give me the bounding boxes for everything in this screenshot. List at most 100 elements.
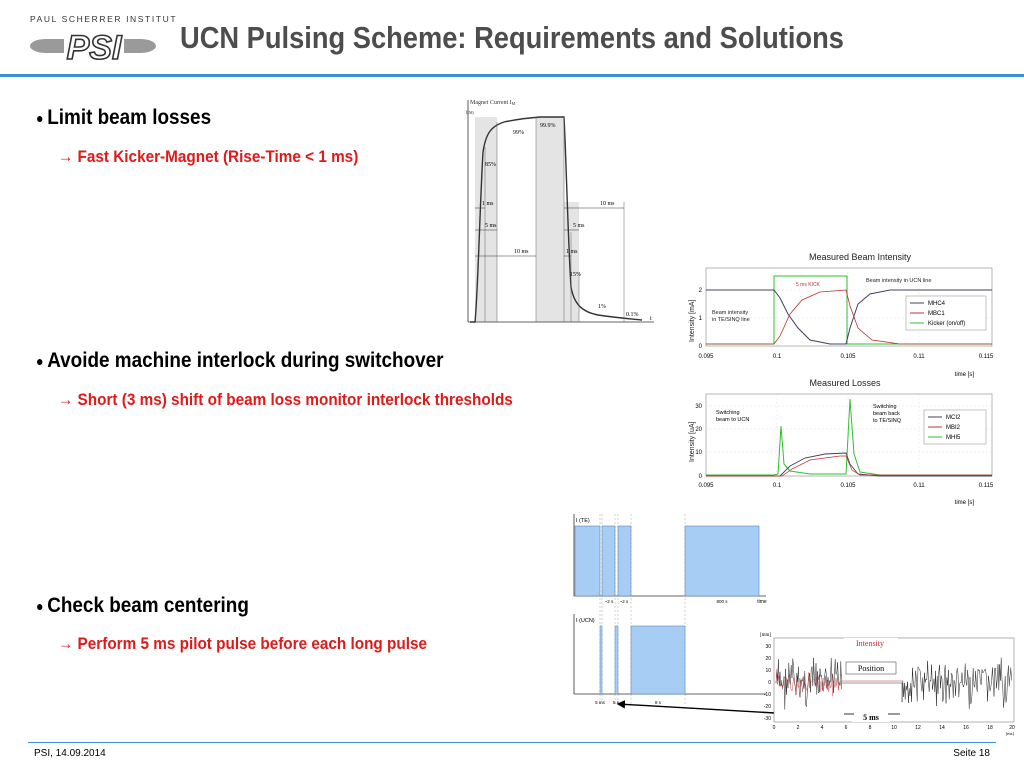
header-divider xyxy=(0,74,1024,77)
svg-text:MBC1: MBC1 xyxy=(928,311,945,317)
bullet-2-text: Avoide machine interlock during switchov… xyxy=(47,349,444,372)
bullet-1-sub: → Fast Kicker-Magnet (Rise-Time < 1 ms) xyxy=(58,147,359,166)
svg-text:20: 20 xyxy=(695,427,702,433)
svg-text:10 ms: 10 ms xyxy=(600,201,615,207)
svg-text:99%: 99% xyxy=(513,130,524,136)
svg-text:1: 1 xyxy=(699,316,703,322)
svg-text:0: 0 xyxy=(699,474,703,480)
svg-text:1 ms: 1 ms xyxy=(482,201,494,207)
footer-page: Seite 18 xyxy=(953,748,990,759)
psi-logo: PAUL SCHERRER INSTITUT PSI xyxy=(28,14,176,68)
svg-text:0.105: 0.105 xyxy=(840,354,856,360)
svg-text:2: 2 xyxy=(699,288,703,294)
svg-text:0: 0 xyxy=(699,344,703,350)
svg-text:5 ms: 5 ms xyxy=(485,223,497,229)
svg-text:15%: 15% xyxy=(570,272,581,278)
svg-text:99.9%: 99.9% xyxy=(540,123,556,129)
svg-text:Switching: Switching xyxy=(873,404,897,410)
svg-text:5 ms: 5 ms xyxy=(863,713,879,722)
svg-text:I (TE): I (TE) xyxy=(576,518,590,524)
svg-text:in TE/SINQ line: in TE/SINQ line xyxy=(712,317,750,323)
svg-text:0.11: 0.11 xyxy=(913,354,925,360)
svg-text:85%: 85% xyxy=(485,162,496,168)
svg-text:PSI: PSI xyxy=(67,29,123,67)
svg-text:Intensity [uA]: Intensity [uA] xyxy=(689,421,696,462)
magnet-current-plot: Magnet Current IM I(M) t 99.9% 99% 85% 1… xyxy=(466,100,654,323)
svg-text:30: 30 xyxy=(695,404,702,410)
svg-text:18: 18 xyxy=(987,725,993,731)
svg-text:Magnet Current IM: Magnet Current IM xyxy=(470,100,516,106)
bullet-1-text: Limit beam losses xyxy=(47,106,212,129)
beam-intensity-title: Measured Beam Intensity xyxy=(809,252,912,262)
svg-text:MHI5: MHI5 xyxy=(946,435,961,441)
svg-text:Intensity [mA]: Intensity [mA] xyxy=(689,300,696,342)
psi-mark-icon: PSI xyxy=(30,28,156,68)
page-title: UCN Pulsing Scheme: Requirements and Sol… xyxy=(180,20,844,55)
svg-text:0.1: 0.1 xyxy=(773,483,782,489)
svg-text:16: 16 xyxy=(963,725,969,731)
svg-text:0.11: 0.11 xyxy=(913,483,925,489)
svg-text:1 ms: 1 ms xyxy=(566,249,578,255)
svg-text:5 ms: 5 ms xyxy=(573,223,585,229)
bullet-3: ●Check beam centering xyxy=(36,594,249,617)
svg-text:to TE/SINQ: to TE/SINQ xyxy=(873,418,902,424)
svg-text:beam to UCN: beam to UCN xyxy=(716,417,749,423)
bullet-2-sub: → Short (3 ms) shift of beam loss monito… xyxy=(58,390,513,409)
svg-text:0.095: 0.095 xyxy=(698,483,714,489)
svg-text:~2 s: ~2 s xyxy=(620,599,629,604)
bullet-3-sub: → Perform 5 ms pilot pulse before each l… xyxy=(58,634,427,653)
beam-intensity-chart: Measured Beam Intensity Intensity [mA] 0… xyxy=(689,252,994,378)
svg-text:time [s]: time [s] xyxy=(955,372,975,378)
svg-text:0.105: 0.105 xyxy=(840,483,856,489)
svg-text:10: 10 xyxy=(695,450,702,456)
svg-text:20: 20 xyxy=(765,656,771,662)
svg-text:6: 6 xyxy=(845,725,848,731)
svg-text:Position: Position xyxy=(858,664,884,673)
svg-text:Beam intensity in UCN line: Beam intensity in UCN line xyxy=(866,278,931,284)
svg-text:20: 20 xyxy=(1009,725,1015,731)
svg-text:I(M): I(M) xyxy=(466,110,475,116)
footer-divider xyxy=(28,742,996,743)
svg-text:12: 12 xyxy=(915,725,921,731)
bullet-2: ●Avoide machine interlock during switcho… xyxy=(36,349,444,372)
bullet-3-text: Check beam centering xyxy=(47,594,249,617)
svg-text:time [s]: time [s] xyxy=(955,500,975,506)
svg-text:Kicker (on/off): Kicker (on/off) xyxy=(928,321,965,327)
svg-text:0.115: 0.115 xyxy=(979,483,994,489)
svg-text:0.1%: 0.1% xyxy=(626,312,639,318)
svg-text:10: 10 xyxy=(765,668,771,674)
svg-text:8: 8 xyxy=(869,725,872,731)
institute-name: PAUL SCHERRER INSTITUT xyxy=(30,14,178,24)
svg-text:~2 s: ~2 s xyxy=(605,599,614,604)
svg-text:-30: -30 xyxy=(764,716,771,722)
svg-text:Beam intensity: Beam intensity xyxy=(712,310,748,316)
svg-text:5 ms KICK: 5 ms KICK xyxy=(796,282,821,288)
svg-text:I (UCN): I (UCN) xyxy=(576,618,595,624)
svg-text:0.095: 0.095 xyxy=(698,354,714,360)
svg-text:14: 14 xyxy=(939,725,945,731)
position-plot: [mm] 30 20 10 0 -10 -20 -30 0 2 4 6 8 10… xyxy=(760,633,1015,736)
footer-date: PSI, 14.09.2014 xyxy=(34,748,106,759)
svg-text:0: 0 xyxy=(768,680,771,686)
svg-text:0.1: 0.1 xyxy=(773,354,782,360)
svg-text:-20: -20 xyxy=(764,704,771,710)
svg-text:5 ms: 5 ms xyxy=(595,700,606,705)
svg-text:MCI2: MCI2 xyxy=(946,415,961,421)
losses-title: Measured Losses xyxy=(809,378,881,388)
svg-text:30: 30 xyxy=(765,644,771,650)
svg-text:800 s: 800 s xyxy=(716,599,728,604)
svg-text:4: 4 xyxy=(821,725,824,731)
timing-diagram: I (TE) ~2 s ~2 s 800 s time I (UCN) 5 ms… xyxy=(573,514,767,706)
svg-text:MHC4: MHC4 xyxy=(928,301,946,307)
svg-text:t: t xyxy=(650,316,652,322)
svg-text:time: time xyxy=(757,599,767,605)
svg-text:MBI2: MBI2 xyxy=(946,425,961,431)
svg-text:10: 10 xyxy=(891,725,897,731)
svg-text:Intensity: Intensity xyxy=(856,639,884,648)
svg-text:[mm]: [mm] xyxy=(760,633,771,638)
svg-text:beam back: beam back xyxy=(873,411,900,417)
svg-text:0.115: 0.115 xyxy=(979,354,994,360)
svg-text:Switching: Switching xyxy=(716,410,740,416)
svg-text:[ms]: [ms] xyxy=(1006,731,1015,736)
svg-text:10 ms: 10 ms xyxy=(514,249,529,255)
